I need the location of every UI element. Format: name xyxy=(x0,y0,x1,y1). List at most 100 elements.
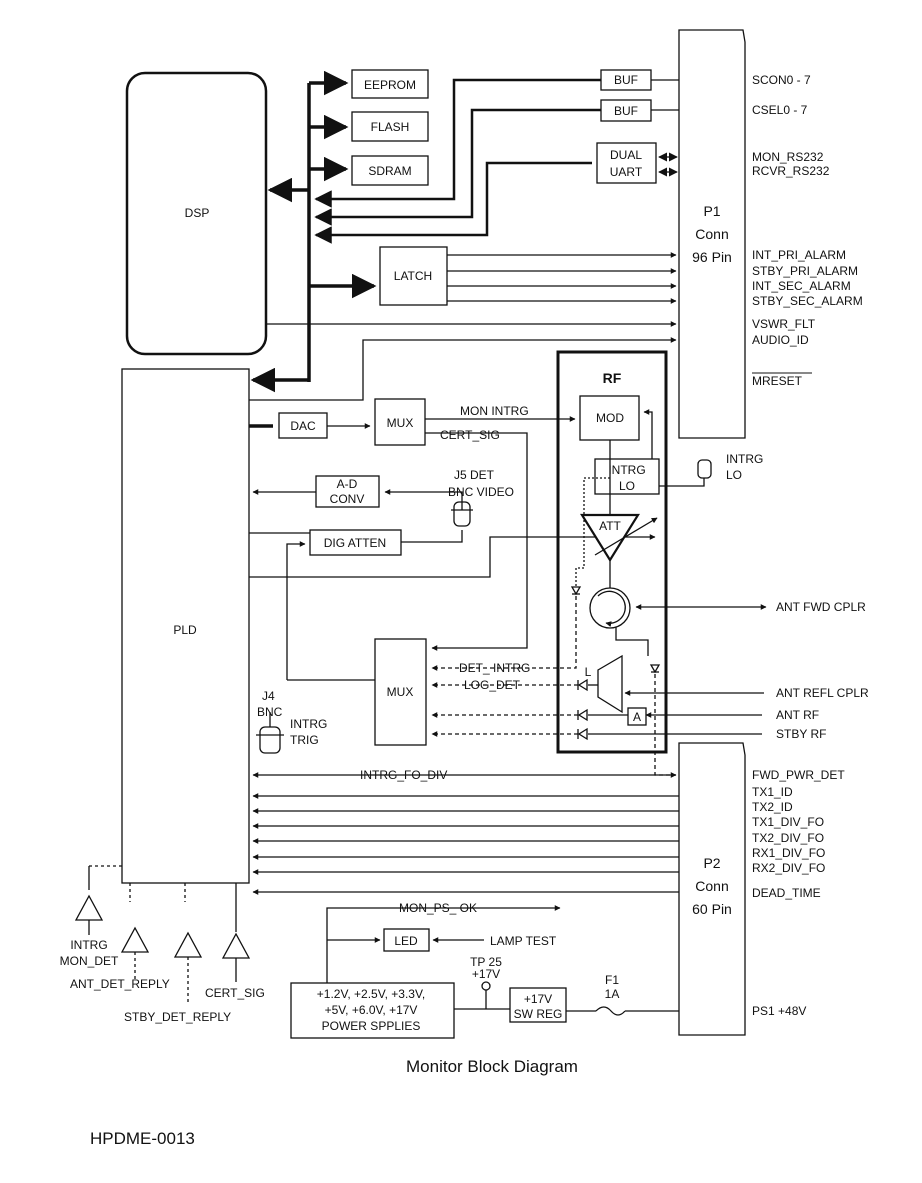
p1-signal: STBY_SEC_ALARM xyxy=(752,294,863,308)
p2-signal: TX2_ID xyxy=(752,800,793,814)
psu-label-1: +1.2V, +2.5V, +3.3V, xyxy=(317,987,425,1001)
pld-label: PLD xyxy=(173,623,197,637)
p2-signal: FWD_PWR_DET xyxy=(752,768,845,782)
p1-signal: CSEL0 - 7 xyxy=(752,103,808,117)
ant-det-reply-label: ANT_DET_REPLY xyxy=(70,977,170,991)
log-det-label: LOG_DET xyxy=(464,678,521,692)
p1-signal-mreset: MRESET xyxy=(752,374,803,388)
dual-uart-block xyxy=(596,142,657,184)
sdram-block xyxy=(351,155,429,186)
p2-signal: TX2_DIV_FO xyxy=(752,831,824,845)
det-intrg-label: DET_ INTRG xyxy=(459,661,530,675)
amp-a-label: A xyxy=(633,710,641,724)
dsp-label: DSP xyxy=(185,206,210,220)
eeprom-label: EEPROM xyxy=(364,78,416,92)
psu-label-3: POWER SPPLIES xyxy=(322,1019,421,1033)
p1-label-1: P1 xyxy=(703,203,720,219)
document-id: HPDME-0013 xyxy=(90,1129,195,1148)
dac-label: DAC xyxy=(290,419,316,433)
latch-block xyxy=(379,246,448,306)
p2-connector xyxy=(678,742,746,1036)
att-label: ATT xyxy=(599,519,621,533)
tp25-label-1: TP 25 xyxy=(470,955,502,969)
j4-bnc-connector xyxy=(259,726,281,754)
led-block xyxy=(383,928,430,952)
led-label: LED xyxy=(394,934,418,948)
diagram-caption: Monitor Block Diagram xyxy=(406,1057,578,1076)
p2-signal: DEAD_TIME xyxy=(752,886,821,900)
circulator xyxy=(589,587,631,629)
p2-signal: RX1_DIV_FO xyxy=(752,846,825,860)
intrg-lo-connector xyxy=(697,459,712,479)
adconv-label-2: CONV xyxy=(330,492,365,506)
p2-label-2: Conn xyxy=(695,878,728,894)
j4-label-3: INTRG xyxy=(290,717,327,731)
j4-label-4: TRIG xyxy=(290,733,319,747)
intrg-mon-det-label-1: INTRG xyxy=(70,938,107,952)
intrg-lo-block xyxy=(594,458,660,495)
f1-label-2: 1A xyxy=(605,987,620,1001)
mon-ps-ok-label: MON_PS_ OK xyxy=(399,901,477,915)
intrg-lo-label-2: LO xyxy=(619,479,635,493)
p1-signal: MON_RS232 xyxy=(752,150,824,164)
intrg-mon-det-label-2: MON_DET xyxy=(60,954,119,968)
j5-label-1: J5 DET xyxy=(454,468,495,482)
dual-uart-label-1: DUAL xyxy=(610,148,642,162)
f1-label-1: F1 xyxy=(605,973,619,987)
p2-label-1: P2 xyxy=(703,855,720,871)
j5-bnc-connector xyxy=(453,501,471,527)
sw-reg-label-1: +17V xyxy=(524,992,552,1006)
flash-label: FLASH xyxy=(371,120,410,134)
p2-signal: PS1 +48V xyxy=(752,1004,806,1018)
stby-det-reply-label: STBY_DET_REPLY xyxy=(124,1010,231,1024)
sw-reg-block xyxy=(509,987,567,1023)
sdram-label: SDRAM xyxy=(368,164,411,178)
p2-label-3: 60 Pin xyxy=(692,901,732,917)
buf2-label: BUF xyxy=(614,104,638,118)
p1-signal: VSWR_FLT xyxy=(752,317,816,331)
power-supplies-block xyxy=(290,982,455,1039)
cert-sig-det-label: CERT_SIG xyxy=(205,986,265,1000)
p2-signal: TX1_ID xyxy=(752,785,793,799)
p1-signal: RCVR_RS232 xyxy=(752,164,830,178)
p1-label-2: Conn xyxy=(695,226,728,242)
j4-label-1: J4 xyxy=(262,689,275,703)
rf-signal: ANT RF xyxy=(776,708,819,722)
tp25-label-2: +17V xyxy=(472,967,500,981)
mux-bottom-label: MUX xyxy=(387,685,414,699)
mon-intrg-label: MON INTRG xyxy=(460,404,529,418)
mod-label: MOD xyxy=(596,411,624,425)
p1-signal: AUDIO_ID xyxy=(752,333,809,347)
intrg-lo-label-1: INTRG xyxy=(608,463,645,477)
rf-signal: ANT FWD CPLR xyxy=(776,600,866,614)
mux-top-block xyxy=(374,398,426,446)
p1-signal: SCON0 - 7 xyxy=(752,73,811,87)
rf-module-border xyxy=(556,350,668,754)
adconv-label-1: A-D xyxy=(337,477,358,491)
sw-reg-label-2: SW REG xyxy=(514,1007,563,1021)
log-l-label: L xyxy=(585,665,592,679)
dual-uart-label-2: UART xyxy=(610,165,643,179)
j5-label-2: BNC VIDEO xyxy=(448,485,514,499)
dsp-block xyxy=(125,71,268,356)
intrg-lo-ext-label: LO xyxy=(726,468,742,482)
p1-signal: STBY_PRI_ALARM xyxy=(752,264,858,278)
lamp-test-label: LAMP TEST xyxy=(490,934,557,948)
p1-connector xyxy=(678,29,746,439)
latch-label: LATCH xyxy=(394,269,432,283)
flash-block xyxy=(351,111,429,142)
rf-title: RF xyxy=(603,370,622,386)
p1-signal: INT_SEC_ALARM xyxy=(752,279,851,293)
buf1-label: BUF xyxy=(614,73,638,87)
dig-atten-label: DIG ATTEN xyxy=(324,536,386,550)
p2-signal: RX2_DIV_FO xyxy=(752,861,825,875)
p2-signal: TX1_DIV_FO xyxy=(752,815,824,829)
p1-label-3: 96 Pin xyxy=(692,249,732,265)
mux-bottom-block xyxy=(374,638,427,746)
rf-signal: ANT REFL CPLR xyxy=(776,686,869,700)
p1-signal: INT_PRI_ALARM xyxy=(752,248,846,262)
eeprom-block xyxy=(351,69,429,99)
mux-top-label: MUX xyxy=(387,416,414,430)
rf-signal: STBY RF xyxy=(776,727,826,741)
